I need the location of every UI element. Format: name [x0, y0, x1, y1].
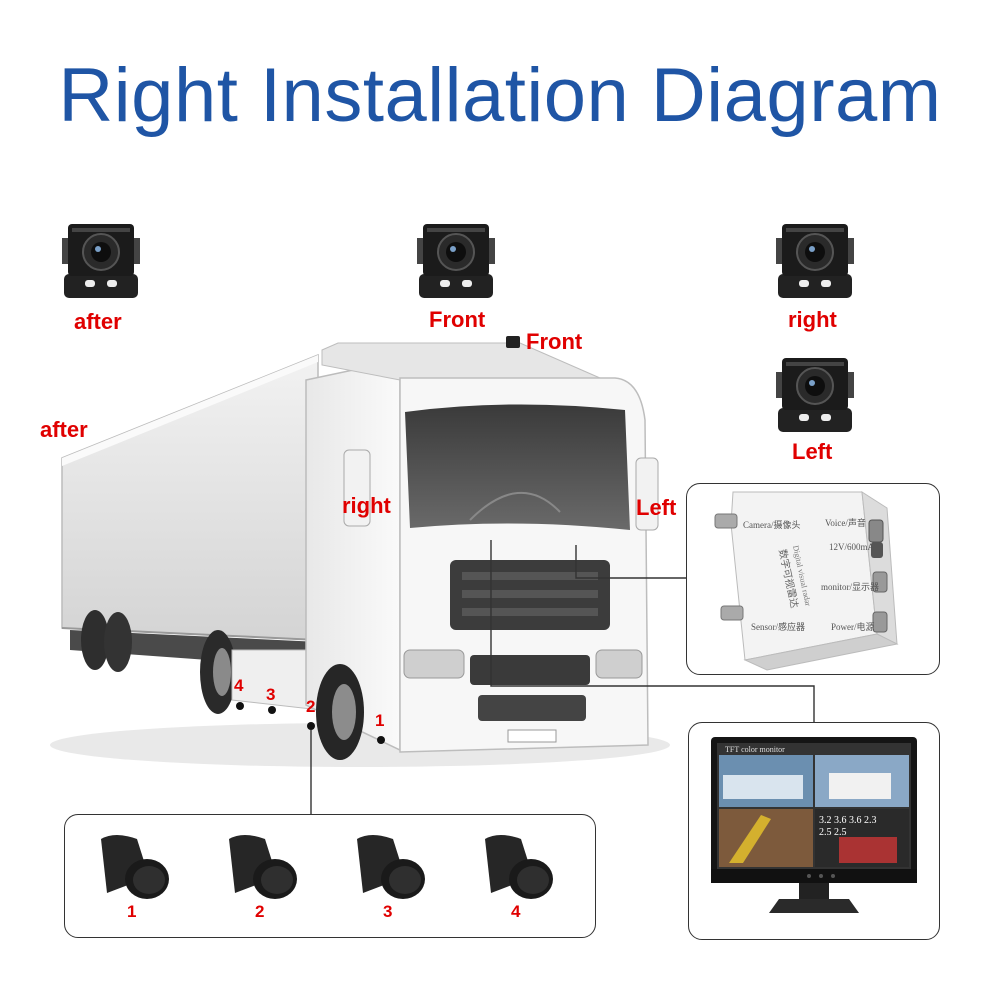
- camera-right-label: right: [788, 307, 837, 332]
- parking-sensor-1-label: 1: [127, 902, 137, 921]
- truck-left-camera-label: Left: [636, 495, 677, 520]
- parking-sensor-2-icon: [229, 835, 297, 899]
- camera-after-label: after: [74, 309, 122, 334]
- monitor-device: TFT color monitor 3.2 3.6 3.6 2.3 2.5 2.…: [711, 737, 917, 913]
- monitor-readout-row2: 2.5 2.5: [819, 827, 847, 838]
- camera-after-icon: [62, 224, 140, 298]
- camera-left-icon: [776, 358, 854, 432]
- monitor-port-text: monitor/显示器: [821, 582, 879, 592]
- monitor-header-text: TFT color monitor: [725, 745, 785, 754]
- parking-sensor-2-label: 2: [255, 902, 265, 921]
- sensor-port-text: Sensor/感应器: [751, 621, 805, 632]
- voice-port-text: Voice/声音: [825, 517, 866, 528]
- truck-after-camera-label: after: [40, 417, 88, 442]
- camera-port-text: Camera/摄像头: [743, 519, 801, 530]
- monitor-readout-row1: 3.2 3.6 3.6 2.3: [819, 815, 877, 826]
- power-rating-text: 12V/600mA: [829, 542, 875, 552]
- control-box-device: Camera/摄像头 Voice/声音 12V/600mA 数字可视雷达 Dig…: [714, 491, 899, 671]
- truck-sensor-position-1: 1: [375, 711, 385, 730]
- parking-sensor-4-icon: [485, 835, 553, 899]
- truck-right-camera-label: right: [342, 493, 391, 518]
- truck-sensor-position-2: 2: [306, 697, 316, 716]
- parking-sensor-3-icon: [357, 835, 425, 899]
- monitor-panel: TFT color monitor 3.2 3.6 3.6 2.3 2.5 2.…: [688, 722, 940, 940]
- parking-sensor-4-label: 4: [511, 902, 521, 921]
- control-box-panel: Camera/摄像头 Voice/声音 12V/600mA 数字可视雷达 Dig…: [686, 483, 940, 675]
- diagram-title: Right Installation Diagram: [58, 53, 942, 138]
- truck-sensor-position-4: 4: [234, 676, 244, 695]
- camera-right-icon: [776, 224, 854, 298]
- truck-sensor-position-3: 3: [266, 685, 276, 704]
- truck-front-camera-label: Front: [526, 329, 583, 354]
- power-port-text: Power/电源: [831, 621, 875, 632]
- camera-left-label: Left: [792, 439, 833, 464]
- camera-front-label: Front: [429, 307, 486, 332]
- sensors-panel: 1 2 3 4: [64, 814, 596, 938]
- parking-sensor-3-label: 3: [383, 902, 393, 921]
- camera-front-icon: [417, 224, 495, 298]
- parking-sensor-1-icon: [101, 835, 169, 899]
